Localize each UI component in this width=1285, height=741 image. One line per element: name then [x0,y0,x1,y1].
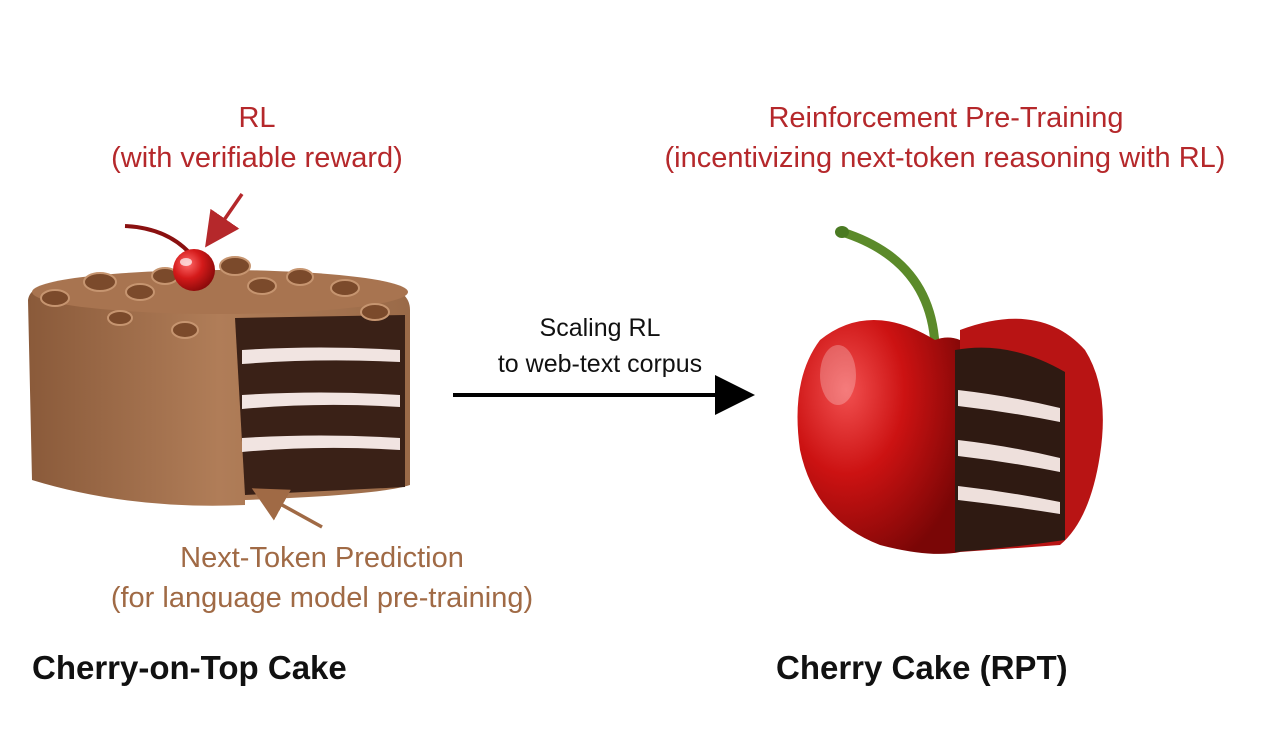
rpt-sublabel: (incentivizing next-token reasoning with… [664,142,1226,174]
cherry-cake-stem [837,227,940,350]
left-caption: Cherry-on-Top Cake [32,649,347,686]
ntp-sublabel: (for language model pre-training) [110,582,534,614]
rl-label: RL [238,102,276,134]
cherry [173,249,215,291]
cherry-cake-body [797,320,960,554]
chocolate-cake-with-cherry-icon [28,224,410,506]
ntp-pointer-arrow [251,488,323,529]
rl-pointer-arrow [205,193,244,248]
ntp-label: Next-Token Prediction [180,542,464,574]
arrow-label-line2: to web-text corpus [497,350,703,378]
right-caption: Cherry Cake (RPT) [776,649,1068,686]
rpt-label: Reinforcement Pre-Training [768,102,1124,134]
cake-top [32,270,408,314]
rl-sublabel: (with verifiable reward) [111,142,403,174]
cherry-shaped-cake-icon [797,226,1103,554]
arrow-label-line1: Scaling RL [539,314,661,342]
